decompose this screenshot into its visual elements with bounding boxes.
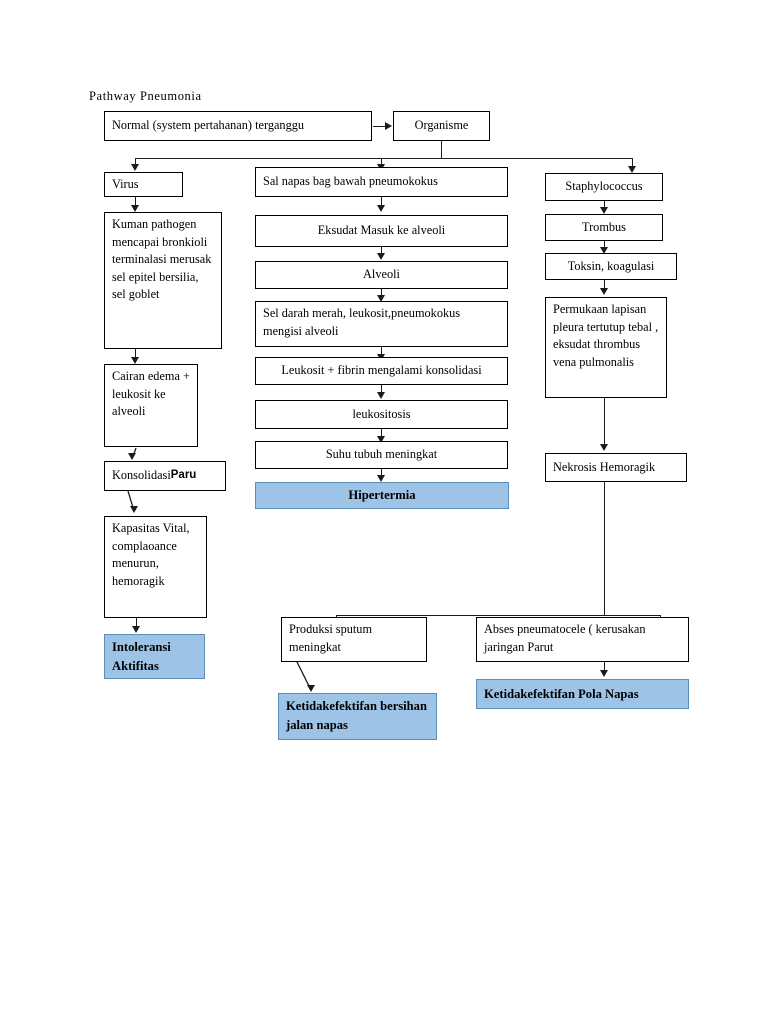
connector-trombus-to-toksin	[604, 241, 605, 251]
node-staphylococcus: Staphylococcus	[545, 173, 663, 201]
node-hipertermia: Hipertermia	[255, 482, 509, 509]
node-permukaan-lapisan-pleura: Permukaan lapisan pleura tertutup tebal …	[545, 297, 667, 398]
arrowhead-staph-to-trombus	[599, 207, 608, 214]
connector-suhu-to-hipertermia	[381, 469, 382, 478]
konsolidasi-label: Konsolidasi	[112, 468, 171, 483]
arrowhead-toksin-to-permukaan	[599, 288, 608, 295]
node-alveoli: Alveoli	[255, 261, 508, 289]
arrowhead-sal-napas-to-eksudat	[376, 205, 385, 212]
arrowhead-eksudat-to-alveoli	[376, 253, 385, 260]
connector-bottom-bus	[336, 615, 661, 616]
connector-staph-to-trombus	[604, 201, 605, 210]
node-toksin-koagulasi: Toksin, koagulasi	[545, 253, 677, 280]
connector-permukaan-to-nekrosis	[604, 398, 605, 447]
node-virus: Virus	[104, 172, 183, 197]
connector-virus-to-kuman	[135, 197, 136, 208]
arrowhead-abses-to-ketidakefektifan-pola	[599, 670, 608, 677]
connector-toksin-to-permukaan	[604, 280, 605, 291]
node-intoleransi-aktifitas: Intoleransi Aktifitas	[104, 634, 205, 679]
arrowhead-normal-to-organisme	[385, 121, 392, 130]
node-normal-pertahanan-terganggu: Normal (system pertahanan) terganggu	[104, 111, 372, 141]
connector-alveoli-to-sel-darah	[381, 289, 382, 298]
node-trombus: Trombus	[545, 214, 663, 241]
node-ketidakefektifan-pola-napas: Ketidakefektifan Pola Napas	[476, 679, 689, 709]
connector-distribution-bus	[135, 158, 632, 159]
connector-eksudat-to-alveoli	[381, 247, 382, 256]
node-eksudat-masuk-alveoli: Eksudat Masuk ke alveoli	[255, 215, 508, 247]
connector-bus-to-sal-napas	[381, 158, 382, 166]
node-produksi-sputum: Produksi sputum meningkat	[281, 617, 427, 662]
connector-sal-napas-to-eksudat	[381, 197, 382, 208]
node-sel-darah-merah: Sel darah merah, leukosit,pneumokokus me…	[255, 301, 508, 347]
connector-abses-to-ketidakefektifan-pola	[604, 662, 605, 674]
node-suhu-tubuh-meningkat: Suhu tubuh meningkat	[255, 441, 508, 469]
arrowhead-suhu-to-hipertermia	[376, 475, 385, 482]
arrowhead-bus-to-staphylococcus	[627, 166, 636, 173]
arrowhead-konsolidasi-to-kapasitas	[129, 506, 138, 513]
connector-leukosit-fibrin-to-leukositosis	[381, 385, 382, 395]
node-kapasitas-vital: Kapasitas Vital, complaoance menurun, he…	[104, 516, 207, 618]
arrowhead-virus-to-kuman	[130, 205, 139, 212]
arrowhead-permukaan-to-nekrosis	[599, 444, 608, 451]
konsolidasi-paru-word: Paru	[170, 469, 197, 482]
node-konsolidasi-paru: Konsolidasi Paru	[104, 461, 226, 491]
node-abses-pneumatocele: Abses pneumatocele ( kerusakan jaringan …	[476, 617, 689, 662]
connector-nekrosis-down	[604, 482, 605, 615]
connector-sel-darah-to-leukosit-fibrin	[381, 347, 382, 358]
node-sal-napas: Sal napas bag bawah pneumokokus	[255, 167, 508, 197]
node-kuman-pathogen: Kuman pathogen mencapai bronkioli termin…	[104, 212, 222, 349]
node-organisme: Organisme	[393, 111, 490, 141]
arrowhead-kuman-to-cairan	[130, 357, 139, 364]
arrowhead-alveoli-to-sel-darah	[376, 295, 385, 302]
node-nekrosis-hemoragik: Nekrosis Hemoragik	[545, 453, 687, 482]
node-ketidakefektifan-bersihan-jalan-napas: Ketidakefektifan bersihan jalan napas	[278, 693, 437, 740]
connector-bus-to-staphylococcus	[632, 158, 633, 168]
arrowhead-bus-to-virus	[130, 164, 139, 171]
node-leukositosis: leukositosis	[255, 400, 508, 429]
connector-bus-to-virus	[135, 158, 136, 166]
page-title: Pathway Pneumonia	[89, 89, 202, 103]
connector-leukositosis-to-suhu	[381, 429, 382, 439]
arrowhead-cairan-to-konsolidasi	[127, 453, 136, 460]
arrowhead-trombus-to-toksin	[599, 247, 608, 254]
connector-normal-to-organisme	[373, 126, 386, 127]
node-cairan-edema: Cairan edema + leukosit ke alveoli	[104, 364, 198, 447]
arrowhead-leukositosis-to-suhu	[376, 436, 385, 443]
connector-kapasitas-to-intoleransi	[136, 618, 137, 629]
arrowhead-produksi-to-ketidakefektifan-bersihan	[306, 685, 315, 692]
connector-kuman-to-cairan	[135, 349, 136, 360]
arrowhead-leukosit-fibrin-to-leukositosis	[376, 392, 385, 399]
node-leukosit-fibrin: Leukosit + fibrin mengalami konsolidasi	[255, 357, 508, 385]
arrowhead-kapasitas-to-intoleransi	[131, 626, 140, 633]
connector-organisme-down	[441, 141, 442, 158]
